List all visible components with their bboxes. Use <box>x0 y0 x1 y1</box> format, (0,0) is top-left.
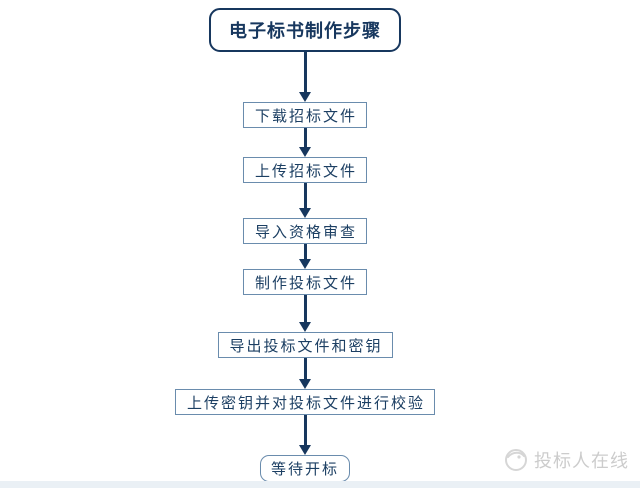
start-node: 电子标书制作步骤 <box>208 8 401 52</box>
arrow-line <box>303 52 307 92</box>
arrow-head-icon <box>298 208 311 218</box>
arrow-down-6 <box>298 358 311 389</box>
arrow-head-icon <box>298 445 311 455</box>
step-export-bid-file-and-key: 导出投标文件和密钥 <box>217 332 393 358</box>
watermark-text: 投标人在线 <box>534 451 629 471</box>
step-import-qualification-review: 导入资格审查 <box>242 218 368 244</box>
arrow-head-icon <box>298 259 311 269</box>
arrow-down-7 <box>298 415 311 455</box>
step-make-bid-file: 制作投标文件 <box>242 269 368 295</box>
arrow-down-3 <box>298 183 311 218</box>
arrow-down-2 <box>298 128 311 157</box>
arrow-line <box>303 183 307 208</box>
arrow-head-icon <box>298 379 311 389</box>
arrow-down-4 <box>298 244 311 269</box>
arrow-line <box>303 128 307 147</box>
flowchart: 电子标书制作步骤 下载招标文件 上传招标文件 导入资格审查 制作投标文件 导出投… <box>174 8 436 482</box>
watermark: 投标人在线 <box>503 447 629 473</box>
bottom-strip <box>0 481 640 488</box>
arrow-head-icon <box>298 92 311 102</box>
arrow-line <box>303 358 307 379</box>
arrow-line <box>303 415 307 445</box>
circle-logo-icon <box>505 449 527 471</box>
step-upload-key-and-verify: 上传密钥并对投标文件进行校验 <box>174 389 436 415</box>
arrow-head-icon <box>298 147 311 157</box>
arrow-line <box>303 244 307 259</box>
step-upload-tender-file: 上传招标文件 <box>242 157 368 183</box>
arrow-down-5 <box>298 295 311 332</box>
arrow-head-icon <box>298 322 311 332</box>
arrow-line <box>303 295 307 322</box>
step-download-tender-file: 下载招标文件 <box>242 102 368 128</box>
arrow-down-1 <box>298 52 311 102</box>
end-node: 等待开标 <box>259 455 351 482</box>
